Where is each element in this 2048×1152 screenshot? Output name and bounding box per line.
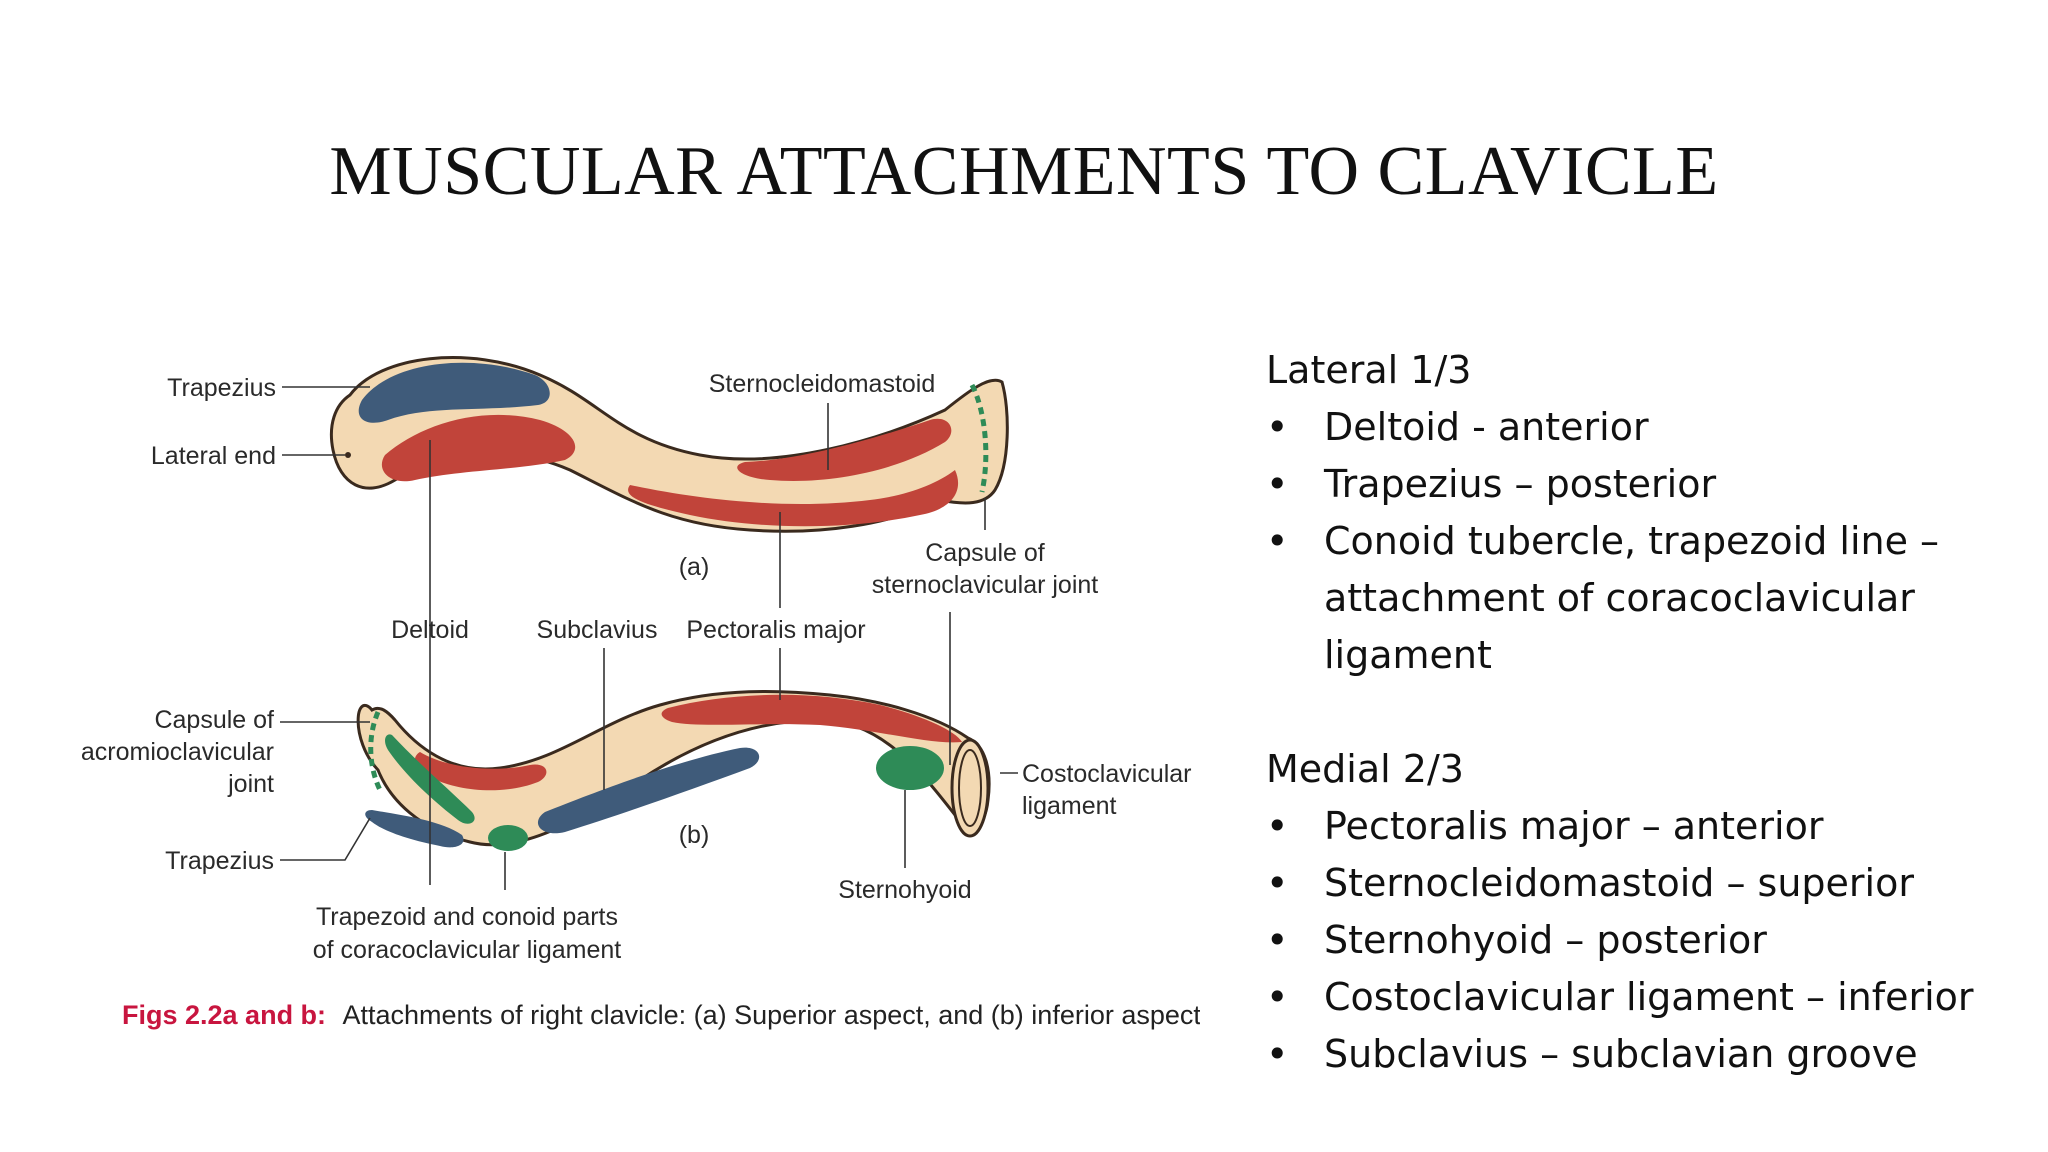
caption-prefix: Figs 2.2a and b: [122, 1000, 326, 1030]
lateral-end-marker [345, 452, 351, 458]
label-pectoralis-major: Pectoralis major [686, 616, 865, 644]
list-item: • Pectoralis major – anterior [1266, 798, 2026, 855]
list-item-text: Sternohyoid – posterior [1324, 918, 1767, 962]
label-capsule-ac-line2: acromioclavicular [81, 738, 274, 766]
trapezius-area-b [365, 810, 464, 848]
label-capsule-sc-line2: sternoclavicular joint [872, 571, 1099, 599]
label-trapezoid-line2: of coracoclavicular ligament [313, 936, 622, 964]
list-item-text: Sternocleidomastoid – superior [1324, 861, 1914, 905]
capsule-ac-area-b [368, 711, 383, 792]
trapezius-area-a [358, 362, 550, 423]
label-lateral-end: Lateral end [151, 442, 276, 470]
slide-title: MUSCULAR ATTACHMENTS TO CLAVICLE [329, 133, 1719, 210]
list-item: • Sternohyoid – posterior [1266, 912, 2026, 969]
label-trapezius-bottom: Trapezius [165, 847, 274, 875]
list-item-text: Pectoralis major – anterior [1324, 804, 1824, 848]
bullet-dot: • [1266, 462, 1289, 506]
bullet-dot: • [1266, 405, 1289, 449]
list-item-text: Costoclavicular ligament – inferior [1324, 975, 1974, 1019]
label-subclavius: Subclavius [537, 616, 658, 644]
leader-lines [280, 386, 1018, 890]
section-gap [1266, 684, 2026, 741]
pectoralis-area-a [628, 470, 959, 527]
list-item: • Subclavius – subclavian groove [1266, 1026, 2026, 1083]
costoclavicular-area-b [876, 746, 944, 790]
clavicle-figure: Trapezius Lateral end Sternocleidomastoi… [81, 356, 1200, 1030]
bullet-dot: • [1266, 861, 1289, 905]
bullet-dot: • [1266, 804, 1289, 848]
label-trapezius-top: Trapezius [167, 374, 276, 402]
bullet-dot: • [1266, 519, 1289, 563]
list-item: • Deltoid - anterior [1266, 399, 2026, 456]
list-item: • Trapezius – posterior [1266, 456, 2026, 513]
label-deltoid: Deltoid [391, 616, 469, 644]
clavicle-inferior-aspect [356, 689, 991, 851]
list-item-text: Trapezius – posterior [1324, 462, 1717, 506]
figure-caption: Figs 2.2a and b: Attachments of right cl… [122, 1000, 1200, 1030]
label-panel-b: (b) [679, 821, 710, 849]
lateral-heading: Lateral 1/3 [1266, 348, 1472, 392]
list-item-text: Subclavius – subclavian groove [1324, 1032, 1918, 1076]
label-trapezoid-line1: Trapezoid and conoid parts [316, 903, 618, 931]
deltoid-area-b [414, 752, 547, 791]
list-item: • Costoclavicular ligament – inferior [1266, 969, 2026, 1026]
bullet-dot: • [1266, 918, 1289, 962]
lateral-list: • Deltoid - anterior • Trapezius – poste… [1266, 399, 2026, 684]
conoid-area-b [488, 825, 528, 851]
list-item: • Conoid tubercle, trapezoid line – atta… [1266, 513, 2026, 684]
label-capsule-ac-line3: joint [227, 770, 274, 798]
medial-heading: Medial 2/3 [1266, 747, 1464, 791]
pectoralis-area-b [661, 694, 962, 743]
bullet-dot: • [1266, 975, 1289, 1019]
subclavius-area-b [537, 747, 760, 834]
caption-text: Attachments of right clavicle: (a) Super… [343, 1000, 1201, 1030]
list-item-text: Conoid tubercle, trapezoid line – attach… [1324, 519, 1940, 677]
bullet-dot: • [1266, 1032, 1289, 1076]
sternal-end-inner [958, 749, 982, 827]
medial-list: • Pectoralis major – anterior • Sternocl… [1266, 798, 2026, 1083]
label-sternocleidomastoid: Sternocleidomastoid [709, 370, 936, 398]
label-panel-a: (a) [679, 553, 710, 581]
list-item-text: Deltoid - anterior [1324, 405, 1649, 449]
sternocleidomastoid-area-a [737, 418, 952, 481]
label-capsule-sc-line1: Capsule of [925, 539, 1045, 567]
sternal-end-facet [950, 738, 990, 838]
text-panel: Lateral 1/3 • Deltoid - anterior • Trape… [1266, 342, 2026, 1083]
label-capsule-ac-line1: Capsule of [154, 706, 274, 734]
capsule-sc-area-a [969, 383, 989, 493]
list-item: • Sternocleidomastoid – superior [1266, 855, 2026, 912]
label-costoclavicular-line1: Costoclavicular [1022, 760, 1192, 788]
label-sternohyoid: Sternohyoid [838, 876, 971, 904]
label-costoclavicular-line2: ligament [1022, 792, 1117, 820]
